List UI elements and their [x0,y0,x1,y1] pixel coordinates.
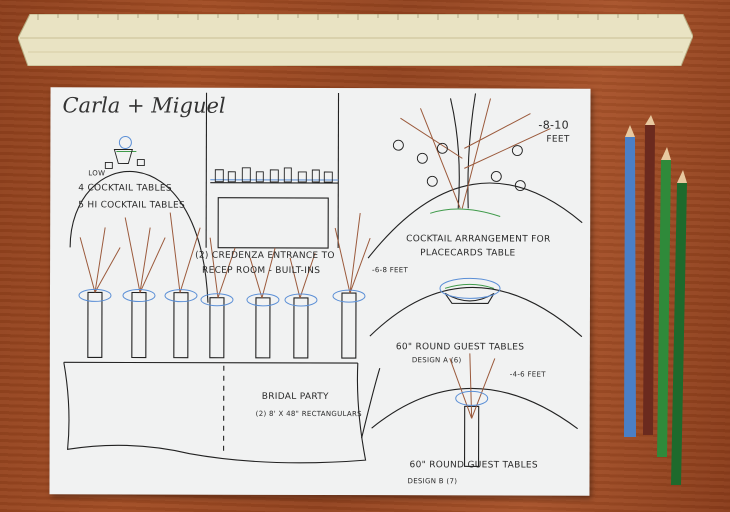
couple-names-title: Carla + Miguel [62,93,226,118]
bridal-party-label: Bridal Party [261,391,329,403]
height-4-6-feet-label: -4-6 Feet [509,370,546,379]
design-b-label-line2: Design B (7) [407,477,458,486]
scale-ruler [18,14,693,66]
dark-green-pencil [671,170,687,485]
design-a-label-line2: Design A (6) [411,356,462,365]
green-pencil [657,147,671,457]
credenza-label-line2: Recep Room - Built-ins [202,265,321,277]
sketch-paper: Carla + Miguel Low 4 Cocktail Tables 5 H… [49,87,591,496]
cocktail-table-arc [69,170,209,303]
design-a-label-line1: 60" Round Guest Tables [395,342,525,353]
colored-pencils [624,115,687,485]
low-marker: Low [88,169,106,178]
blue-pencil [624,125,636,437]
design-b-label-line1: 60" Round Guest Tables [409,460,538,471]
tree-height-label-line2: Feet [546,134,570,145]
cocktail-tables-hi-label: 5 Hi Cocktail Tables [78,200,186,211]
tree-caption-line1: Cocktail Arrangement for [406,234,551,245]
cocktail-tables-low-label: 4 Cocktail Tables [78,183,172,194]
height-6-8-feet-label: -6-8 Feet [372,266,409,275]
credenza-label-line1: (2) Credenza Entrance to [195,250,335,262]
tree-caption-line2: Placecards Table [420,248,516,259]
brown-pencil [643,115,655,435]
sketch-drawing [63,92,583,467]
tree-height-label-line1: -8-10 [538,118,569,132]
bridal-tables-label: (2) 8' x 48" Rectangulars [255,409,362,419]
